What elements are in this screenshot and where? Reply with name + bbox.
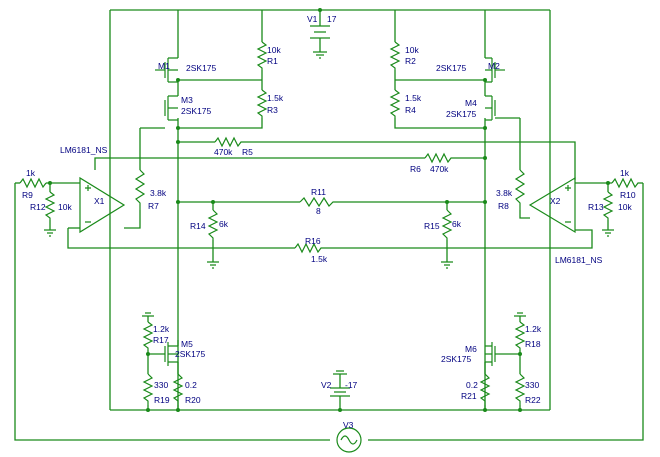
v1-ref: V1 bbox=[307, 14, 318, 24]
r13-ref: R13 bbox=[588, 202, 604, 212]
r16-ref: R16 bbox=[305, 236, 321, 246]
r10-value: 1k bbox=[620, 168, 630, 178]
r3-value: 1.5k bbox=[267, 93, 284, 103]
r15-value: 6k bbox=[452, 219, 462, 229]
r19-value: 330 bbox=[154, 380, 168, 390]
r19-ref: R19 bbox=[154, 395, 170, 405]
r18-ref: R18 bbox=[525, 339, 541, 349]
r20-ref: R20 bbox=[185, 395, 201, 405]
wires bbox=[14, 8, 644, 441]
r11-ref: R11 bbox=[311, 187, 326, 197]
ground-symbols bbox=[44, 229, 614, 317]
r9-ref: R9 bbox=[22, 190, 33, 200]
opamp-x2 bbox=[528, 176, 576, 234]
m6-model: 2SK175 bbox=[441, 354, 472, 364]
r15-ref: R15 bbox=[424, 221, 440, 231]
m3-ref: M3 bbox=[181, 95, 193, 105]
source-v2 bbox=[330, 370, 350, 397]
r14-value: 6k bbox=[219, 219, 229, 229]
r17-value: 1.2k bbox=[153, 324, 170, 334]
v2-ref: V2 bbox=[321, 380, 332, 390]
r21-value: 0.2 bbox=[466, 380, 478, 390]
opamp-x1 bbox=[79, 176, 126, 234]
v3-ref: V3 bbox=[343, 420, 354, 430]
r22-ref: R22 bbox=[525, 395, 541, 405]
m5-ref: M5 bbox=[181, 339, 193, 349]
r16-value: 1.5k bbox=[311, 254, 328, 264]
r1-value: 10k bbox=[267, 45, 281, 55]
x2-model: LM6181_NS bbox=[555, 255, 603, 265]
v1-value: 17 bbox=[327, 14, 337, 24]
r5-ref: R5 bbox=[242, 147, 253, 157]
r2-value: 10k bbox=[405, 45, 419, 55]
component-labels: V1 17 V2 -17 V3 LM6181_NS X1 LM6181_NS X… bbox=[22, 14, 636, 430]
r9-value: 1k bbox=[26, 168, 36, 178]
r12-value: 10k bbox=[58, 202, 72, 212]
m6-ref: M6 bbox=[465, 344, 477, 354]
r11-value: 8 bbox=[316, 206, 321, 216]
r7-ref: R7 bbox=[148, 201, 159, 211]
r22-value: 330 bbox=[525, 380, 539, 390]
source-v1 bbox=[310, 25, 330, 59]
m2-ref: M2 bbox=[488, 61, 500, 71]
r7-value: 3.8k bbox=[150, 188, 167, 198]
m4-ref: M4 bbox=[465, 98, 477, 108]
r3-ref: R3 bbox=[267, 105, 278, 115]
x2-ref: X2 bbox=[550, 196, 561, 206]
r13-value: 10k bbox=[618, 202, 632, 212]
r4-value: 1.5k bbox=[405, 93, 422, 103]
r6-value: 470k bbox=[430, 164, 449, 174]
m3-model: 2SK175 bbox=[181, 106, 212, 116]
r6-ref: R6 bbox=[410, 164, 421, 174]
r8-value: 3.8k bbox=[496, 188, 513, 198]
r17-ref: R17 bbox=[153, 335, 169, 345]
r18-value: 1.2k bbox=[525, 324, 542, 334]
v2-value: -17 bbox=[345, 380, 358, 390]
x1-ref: X1 bbox=[94, 196, 105, 206]
r12-ref: R12 bbox=[30, 202, 46, 212]
mosfet-symbols bbox=[155, 57, 505, 366]
m1-ref: M1 bbox=[158, 61, 170, 71]
r20-value: 0.2 bbox=[185, 380, 197, 390]
m4-model: 2SK175 bbox=[446, 109, 477, 119]
m5-model: 2SK175 bbox=[175, 349, 206, 359]
r2-ref: R2 bbox=[405, 56, 416, 66]
r4-ref: R4 bbox=[405, 105, 416, 115]
r10-ref: R10 bbox=[620, 190, 636, 200]
m2-model: 2SK175 bbox=[436, 63, 467, 73]
source-v3 bbox=[336, 427, 362, 453]
m1-model: 2SK175 bbox=[186, 63, 217, 73]
r8-ref: R8 bbox=[498, 201, 509, 211]
r14-ref: R14 bbox=[190, 221, 206, 231]
x1-model: LM6181_NS bbox=[60, 145, 108, 155]
resistor-symbols bbox=[19, 41, 640, 405]
r21-ref: R21 bbox=[461, 391, 477, 401]
r1-ref: R1 bbox=[267, 56, 278, 66]
r5-value: 470k bbox=[214, 147, 233, 157]
